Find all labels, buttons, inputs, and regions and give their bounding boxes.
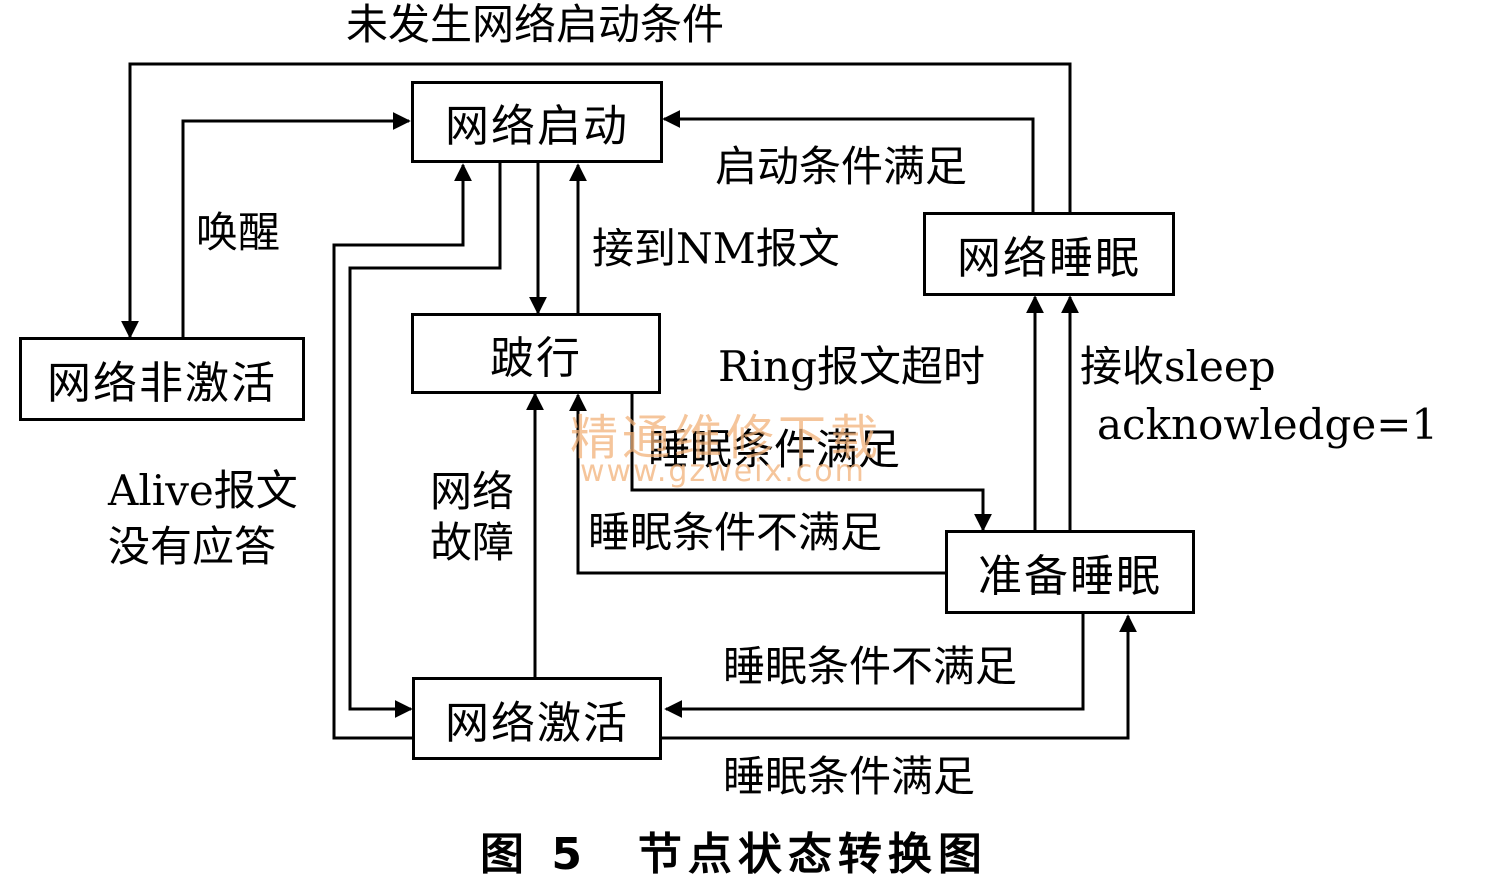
label-sleep-condition-not-met-lower: 睡眠条件不满足 bbox=[723, 642, 1018, 691]
label-start-condition-met: 启动条件满足 bbox=[715, 142, 968, 191]
label-sleep-condition-not-met-upper: 睡眠条件不满足 bbox=[588, 508, 883, 557]
arrow-prepare-to-active bbox=[664, 614, 1085, 718]
arrow-inactive-to-start bbox=[181, 112, 411, 337]
watermark-url: www.gzweix.com bbox=[580, 454, 866, 489]
label-network-fault: 网络故障 bbox=[430, 467, 515, 568]
label-no-start-condition: 未发生网络启动条件 bbox=[346, 0, 725, 49]
arrow-prepare-to-limp bbox=[569, 393, 945, 575]
state-network-inactive: 网络非激活 bbox=[19, 337, 305, 421]
arrow-active-to-start bbox=[332, 163, 472, 740]
watermark-text: 精通维修下载 bbox=[570, 410, 883, 466]
arrow-limp-to-prepare bbox=[630, 394, 992, 532]
state-network-start: 网络启动 bbox=[411, 81, 663, 163]
label-ring-timeout: Ring报文超时 bbox=[718, 342, 985, 391]
label-sleep-ack-line1: 接收sleep bbox=[1080, 342, 1276, 391]
arrow-start-to-active bbox=[348, 163, 502, 718]
state-network-active: 网络激活 bbox=[412, 677, 662, 760]
label-wake-up: 唤醒 bbox=[196, 208, 281, 257]
label-alive-no-response-line1: Alive报文 bbox=[108, 466, 298, 515]
state-network-sleep: 网络睡眠 bbox=[923, 212, 1175, 296]
label-sleep-condition-met-lower: 睡眠条件满足 bbox=[723, 752, 976, 801]
label-alive-no-response-line2: 没有应答 bbox=[108, 522, 277, 571]
label-received-nm-msg: 接到NM报文 bbox=[592, 224, 840, 273]
state-limp-home: 跛行 bbox=[411, 313, 661, 394]
label-sleep-ack-line2: acknowledge=1 bbox=[1097, 400, 1439, 449]
state-prepare-sleep: 准备睡眠 bbox=[945, 530, 1195, 614]
arrow-sleep-to-inactive bbox=[121, 62, 1072, 339]
arrow-active-to-prepare bbox=[662, 614, 1137, 740]
arrow-sleep-to-start bbox=[662, 110, 1035, 212]
figure-caption: 图 5 节点状态转换图 bbox=[480, 829, 988, 880]
label-sleep-condition-met-upper: 睡眠条件满足 bbox=[648, 425, 901, 474]
